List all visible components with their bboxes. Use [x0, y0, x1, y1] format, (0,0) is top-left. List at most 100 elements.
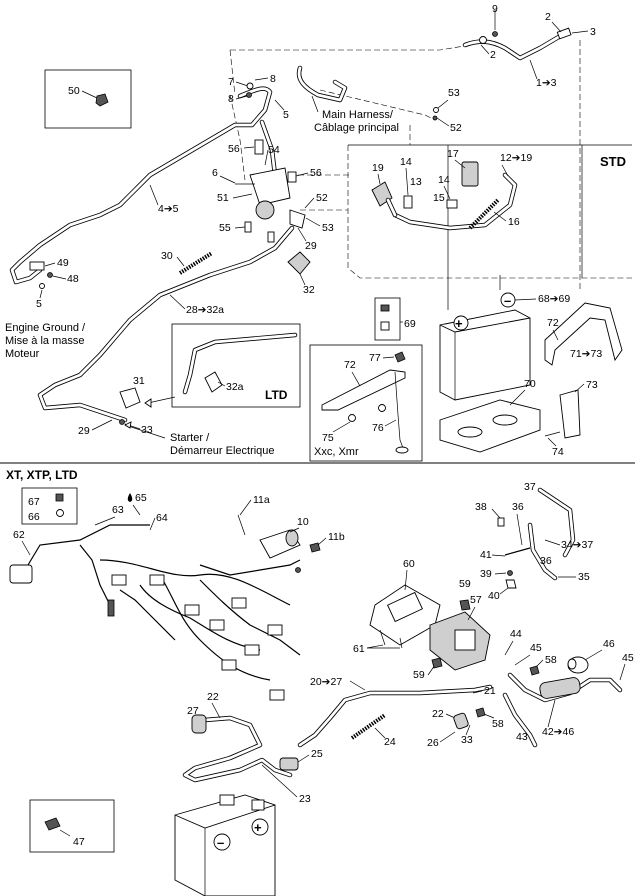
- cable-1-3: 9 2 3 2 1➔3: [462, 3, 596, 89]
- callout-76: 76: [372, 422, 384, 434]
- callout-8-top: 8: [270, 73, 276, 85]
- callout-53-top: 53: [448, 87, 460, 99]
- callout-73: 73: [586, 379, 598, 391]
- battery-lower-cables: 22 27 25 23: [182, 691, 323, 805]
- callout-77: 77: [369, 352, 381, 364]
- main-harness-label: Main Harness/: [322, 109, 394, 121]
- callout-52-right: 52: [316, 192, 328, 204]
- parts-44-46: 44 45 46 58 45: [504, 628, 634, 681]
- callout-56-right: 56: [310, 167, 322, 179]
- callout-11a: 11a: [253, 494, 270, 506]
- moteur-label: Moteur: [5, 348, 40, 360]
- callout-5-upper: 5: [283, 109, 289, 121]
- callout-41: 41: [480, 549, 492, 561]
- callout-51: 51: [217, 192, 229, 204]
- std-label: STD: [600, 154, 626, 169]
- callout-7: 7: [228, 76, 234, 88]
- main-harness-upper: [9, 65, 348, 285]
- callout-72-right: 72: [547, 317, 559, 329]
- callout-68-69: 68➔69: [538, 293, 570, 305]
- ltd-label: LTD: [265, 388, 288, 402]
- callout-24: 24: [384, 736, 396, 748]
- callout-36-top: 36: [512, 501, 524, 513]
- xt-xtp-ltd-label: XT, XTP, LTD: [6, 468, 78, 482]
- std-battery-cables: 19 14 13 17 12➔19 14 15 16: [371, 148, 532, 231]
- callout-65: 65: [135, 492, 147, 504]
- parts-65-63-64: 65 63 64 62: [13, 492, 168, 556]
- callout-75: 75: [322, 432, 334, 444]
- harness-lower: [9, 524, 301, 701]
- mise-masse-label: Mise à la masse: [5, 335, 84, 347]
- callout-19: 19: [372, 162, 384, 174]
- callout-25: 25: [311, 748, 323, 760]
- callout-46: 46: [603, 638, 615, 650]
- battery-plus-icon: +: [455, 316, 463, 331]
- parts-30-32: 30 32: [161, 250, 315, 296]
- part-50-box: 50: [44, 69, 132, 129]
- callout-20-27: 20➔27: [310, 676, 342, 688]
- starter-cable: 28➔32a: [37, 225, 295, 423]
- callout-52-top: 52: [450, 122, 462, 134]
- callout-40: 40: [488, 590, 500, 602]
- callout-4-5: 4➔5: [158, 203, 179, 215]
- callout-39: 39: [480, 568, 492, 580]
- callout-29-upper: 29: [305, 240, 317, 252]
- callout-58-bottom: 58: [492, 718, 504, 730]
- battery-tray: 70 72 71➔73 73 74: [439, 302, 623, 458]
- callout-58-right: 58: [545, 654, 557, 666]
- callout-28-32a: 28➔32a: [186, 304, 224, 316]
- callout-35: 35: [578, 571, 590, 583]
- callout-43: 43: [516, 731, 528, 743]
- callout-64: 64: [156, 512, 168, 524]
- callout-48: 48: [67, 273, 79, 285]
- cablage-principal-label: Câblage principal: [314, 122, 399, 134]
- callout-70: 70: [524, 378, 536, 390]
- callout-22-right: 22: [432, 708, 444, 720]
- callout-2-top: 2: [545, 11, 551, 23]
- callout-30: 30: [161, 250, 173, 262]
- callout-11b: 11b: [328, 531, 345, 543]
- std-frame: STD: [347, 144, 632, 279]
- callout-33-upper: 33: [141, 424, 153, 436]
- callout-62: 62: [13, 529, 25, 541]
- parts-11-10: 11a 10 11b: [237, 494, 345, 573]
- callout-69: 69: [404, 318, 416, 330]
- xxc-xmr-label: Xxc, Xmr: [314, 446, 359, 458]
- callout-27: 27: [187, 705, 199, 717]
- part-47-box: 47: [29, 799, 115, 853]
- callout-14-right: 14: [438, 174, 450, 186]
- starter-terminal-parts: 31 29 33: [78, 375, 176, 439]
- battery-lower-plus-icon: +: [254, 820, 262, 835]
- callout-60: 60: [403, 558, 415, 570]
- callout-72-xxc: 72: [344, 359, 356, 371]
- solenoid-bracket: 56 54 6 56 51 52 53 55 29: [212, 139, 334, 252]
- callout-34-37: 34➔37: [561, 539, 593, 551]
- callout-21: 21: [484, 685, 496, 697]
- engine-ground-label: Engine Ground /: [5, 322, 86, 334]
- callout-32a: 32a: [226, 381, 244, 393]
- callout-6: 6: [212, 167, 218, 179]
- callout-57: 57: [470, 594, 482, 606]
- callout-9: 9: [492, 3, 498, 15]
- ltd-box: 32a LTD: [171, 323, 301, 408]
- callout-8: 8: [228, 93, 234, 105]
- callout-45-right: 45: [622, 652, 634, 664]
- callout-31: 31: [133, 375, 145, 387]
- callout-32: 32: [303, 284, 315, 296]
- callout-71-73: 71➔73: [570, 348, 602, 360]
- callout-14-left: 14: [400, 156, 412, 168]
- callout-33-lower: 33: [461, 734, 473, 746]
- callout-42-46: 42➔46: [542, 726, 574, 738]
- callout-56-left: 56: [228, 143, 240, 155]
- callout-3: 3: [590, 26, 596, 38]
- callout-5-lower: 5: [36, 298, 42, 310]
- callout-44: 44: [510, 628, 522, 640]
- callout-63: 63: [112, 504, 124, 516]
- callout-66: 66: [28, 511, 40, 523]
- parts-53-52: 53 52: [432, 87, 462, 134]
- starter-label: Starter /: [170, 432, 210, 444]
- callout-29-lower: 29: [78, 425, 90, 437]
- oil-drop-icon: [127, 493, 133, 502]
- callout-2-mid: 2: [490, 49, 496, 61]
- hose-42-46: 43 42➔46: [502, 672, 623, 748]
